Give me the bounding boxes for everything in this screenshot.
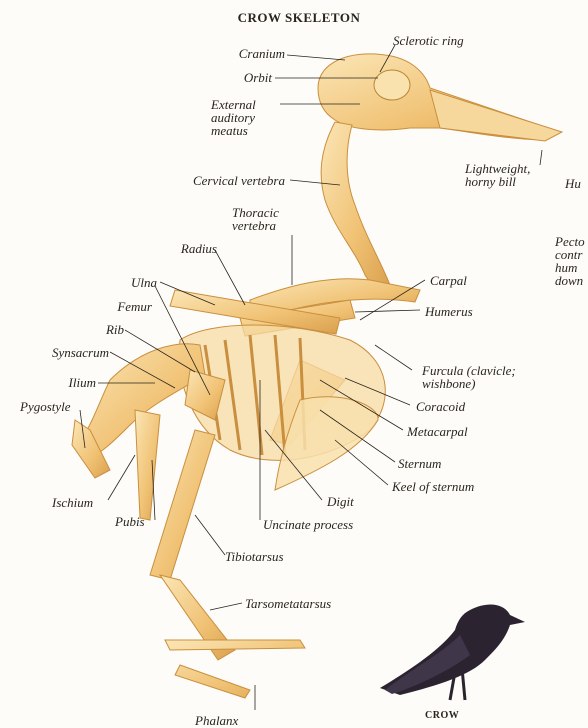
crow-caption: CROW <box>425 710 459 721</box>
diagram-title: CROW SKELETON <box>0 10 588 26</box>
cut-text-down: down <box>555 274 583 287</box>
label-coracoid: Coracoid <box>416 400 465 413</box>
label-phalanx: Phalanx <box>195 714 238 727</box>
label-pubis: Pubis <box>115 515 145 528</box>
label-orbit: Orbit <box>244 71 272 84</box>
label-furcula: Furcula (clavicle; wishbone) <box>422 364 552 390</box>
label-sternum: Sternum <box>398 457 441 470</box>
tibiotarsus <box>150 430 215 580</box>
label-uncinate-process: Uncinate process <box>263 518 353 531</box>
label-thoracic-vertebra: Thoracic vertebra <box>232 206 292 232</box>
label-synsacrum: Synsacrum <box>52 346 109 359</box>
label-sclerotic-ring: Sclerotic ring <box>393 34 464 47</box>
label-lightweight-bill: Lightweight, horny bill <box>465 162 555 188</box>
label-ischium: Ischium <box>52 496 93 509</box>
ischium-pubis <box>135 410 160 520</box>
neck <box>321 122 390 290</box>
label-femur: Femur <box>117 300 152 313</box>
cut-text-hu: Hu <box>565 177 581 190</box>
bill <box>430 90 562 141</box>
label-pygostyle: Pygostyle <box>20 400 71 413</box>
label-rib: Rib <box>106 323 124 336</box>
label-cervical-vertebra: Cervical vertebra <box>193 174 285 187</box>
label-radius: Radius <box>181 242 217 255</box>
label-humerus: Humerus <box>425 305 473 318</box>
label-ilium: Ilium <box>69 376 96 389</box>
label-keel-of-sternum: Keel of sternum <box>392 480 474 493</box>
label-tibiotarsus: Tibiotarsus <box>225 550 284 563</box>
label-metacarpal: Metacarpal <box>407 425 468 438</box>
orbit-ring <box>374 70 410 100</box>
foot <box>165 640 305 698</box>
label-digit: Digit <box>327 495 354 508</box>
crow-illustration <box>380 605 525 700</box>
label-carpal: Carpal <box>430 274 467 287</box>
label-ulna: Ulna <box>131 276 157 289</box>
label-cranium: Cranium <box>239 47 285 60</box>
label-tarsometatarsus: Tarsometatarsus <box>245 597 331 610</box>
label-external-auditory-meatus: External auditory meatus <box>211 98 283 137</box>
